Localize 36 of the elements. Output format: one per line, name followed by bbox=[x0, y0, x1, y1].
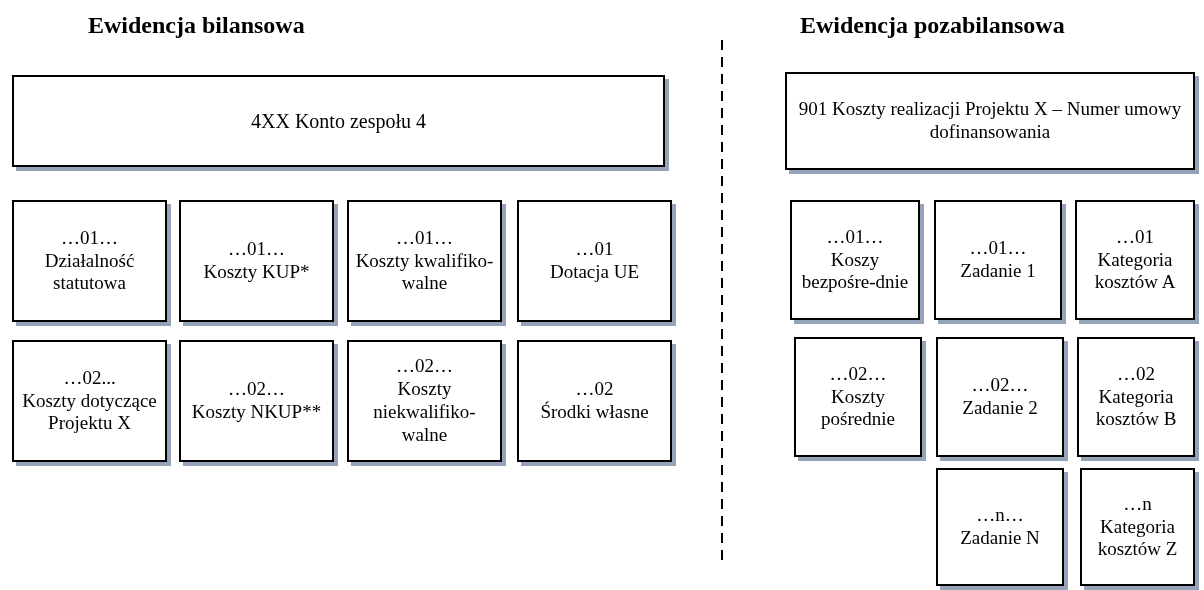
account-name: Koszy bezpośre-dnie bbox=[800, 248, 910, 295]
account-name: Kategoria kosztów B bbox=[1094, 385, 1178, 432]
account-name: Środki własne bbox=[540, 401, 649, 424]
section-heading: Ewidencja bilansowa bbox=[88, 12, 305, 39]
account-code: …01… bbox=[228, 238, 285, 261]
account-code: …01… bbox=[396, 226, 453, 250]
account-name: Dotacja UE bbox=[549, 261, 640, 284]
account-code: …01… bbox=[826, 225, 884, 249]
account-code: …01 bbox=[575, 238, 614, 261]
account-code: …02… bbox=[396, 355, 453, 379]
account-code: …n bbox=[1123, 492, 1152, 516]
account-code: …02... bbox=[63, 366, 116, 390]
account-code: …02 bbox=[575, 378, 614, 401]
account-code: …02… bbox=[971, 374, 1029, 397]
account-code: …01… bbox=[61, 226, 118, 250]
account-name: Koszty kwalifiko-walne bbox=[354, 249, 495, 296]
account-name: Koszty NKUP** bbox=[191, 401, 322, 424]
account-name: Koszty KUP* bbox=[203, 261, 310, 284]
account-name: Kategoria kosztów A bbox=[1093, 248, 1177, 295]
account-name: Zadanie 1 bbox=[960, 260, 1036, 283]
account-name: Zadanie N bbox=[960, 527, 1040, 550]
account-name: Koszty dotyczące Projektu X bbox=[21, 389, 158, 436]
account-name: Koszty pośrednie bbox=[820, 385, 896, 432]
account-code: …02 bbox=[1117, 362, 1155, 386]
account-code: …01 bbox=[1116, 225, 1154, 249]
account-name: Kategoria kosztów Z bbox=[1096, 515, 1179, 562]
account-code: …02… bbox=[228, 378, 285, 401]
account-name: 4XX Konto zespołu 4 bbox=[251, 109, 426, 133]
account-name: Zadanie 2 bbox=[962, 397, 1038, 420]
account-code: …02… bbox=[829, 362, 887, 386]
section-heading: Ewidencja pozabilansowa bbox=[800, 12, 1065, 39]
account-name: Koszty niekwalifiko-walne bbox=[372, 378, 477, 447]
account-name: 901 Koszty realizacji Projektu X – Numer umowy dofinansowania bbox=[797, 98, 1183, 144]
account-code: …01… bbox=[969, 237, 1027, 260]
account-name: Działalność statutowa bbox=[43, 249, 136, 296]
account-code: …n… bbox=[976, 504, 1024, 527]
